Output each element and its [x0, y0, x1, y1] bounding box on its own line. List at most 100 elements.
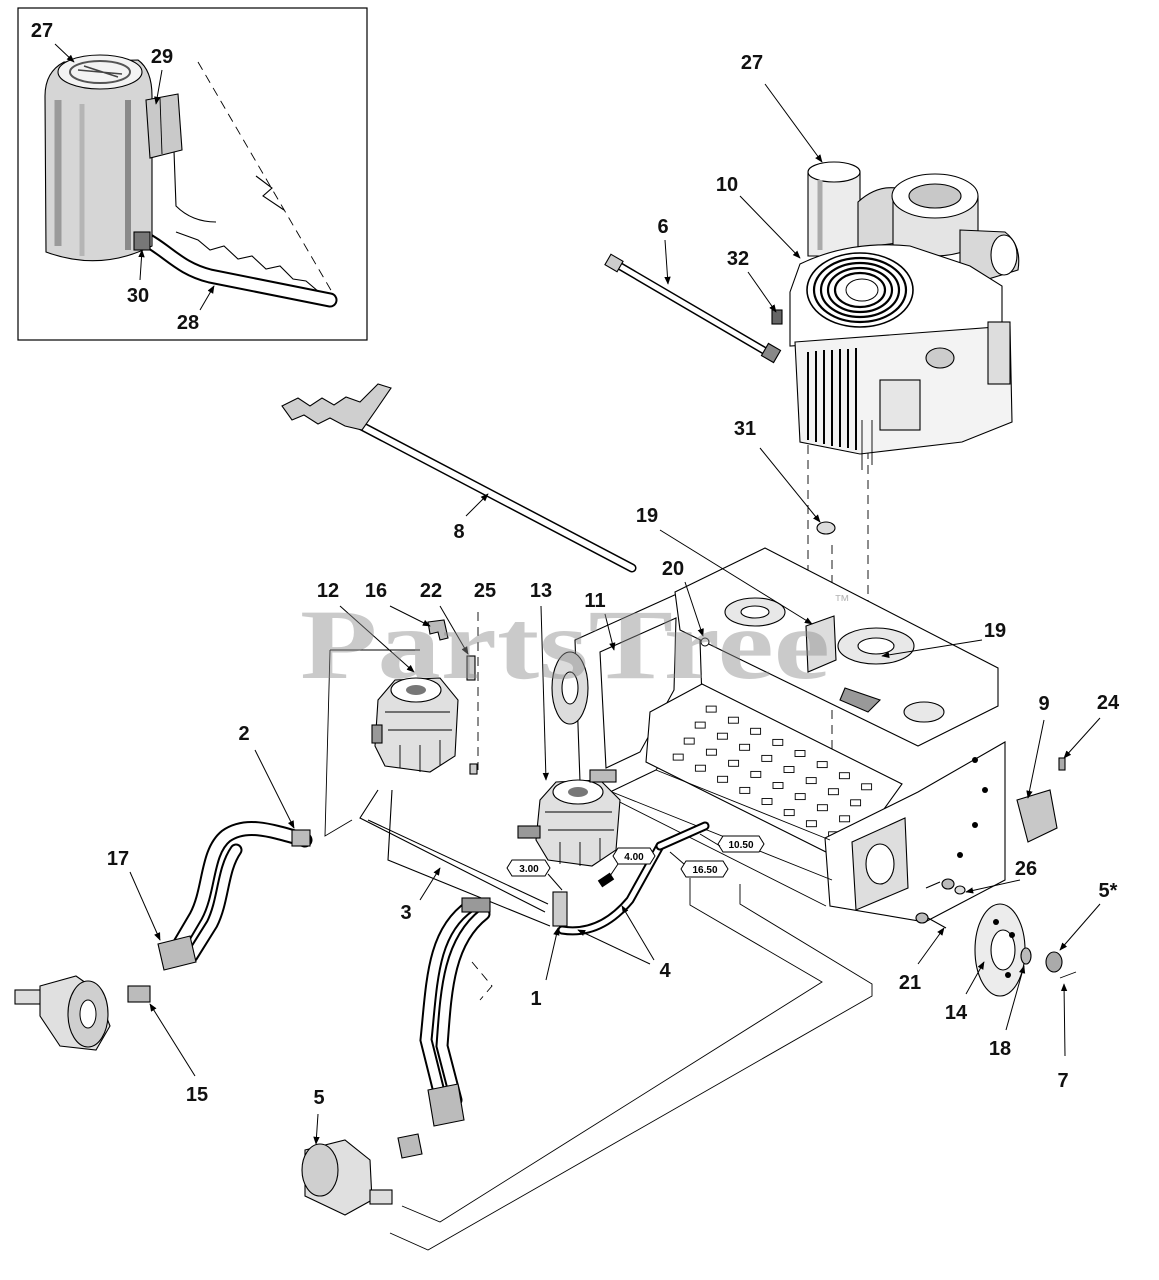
floor-hole [838, 772, 850, 780]
floor-hole [750, 770, 762, 778]
dim-tag-16-5: 16.50 [669, 851, 729, 878]
engine-mount-studs [861, 420, 873, 470]
floor-plate-holes [672, 705, 873, 839]
key-18 [1020, 947, 1032, 965]
leader-lines [129, 83, 1101, 1145]
callout-27: 27 [741, 52, 763, 74]
fitting-15 [127, 985, 151, 1003]
engine-filter [925, 347, 955, 369]
floor-hole [739, 743, 751, 751]
floor-hole [717, 775, 729, 783]
fuel-line [604, 253, 782, 364]
elbow-fitting-16 [427, 619, 449, 641]
callout-15: 15 [186, 1084, 208, 1106]
leader-30 [138, 249, 145, 281]
dim-tag-3: 3.00 [506, 859, 563, 891]
wheel-motor-right [301, 1139, 393, 1216]
floor-hole [805, 777, 817, 785]
callout-2: 2 [238, 723, 249, 745]
callout-26: 26 [1015, 858, 1037, 880]
watermark-text: PartsTree [300, 589, 830, 700]
inset-tank [44, 54, 153, 262]
callout-7: 7 [1057, 1070, 1068, 1092]
callout-8: 8 [453, 521, 464, 543]
hydro-pump-left [371, 677, 459, 773]
inset-detail: 27 29 30 28 [17, 7, 368, 341]
floor-hole [772, 782, 784, 789]
nut-5star [1045, 951, 1063, 973]
hose-clamp-32 [771, 309, 783, 325]
engine-bracket-19 [805, 615, 837, 673]
fitting-22 [466, 655, 476, 681]
air-cleaner [891, 173, 979, 257]
floor-hole [694, 721, 706, 729]
floor-hole [861, 783, 873, 791]
callout-9: 9 [1038, 693, 1049, 715]
floor-hole [694, 764, 706, 772]
floor-hole [772, 738, 784, 746]
callout-22: 22 [420, 580, 442, 602]
control-rod [281, 383, 637, 573]
cotter-pin-7 [1059, 971, 1077, 979]
floor-hole [716, 732, 728, 740]
floor-hole [783, 809, 795, 817]
hydro-pump-right [517, 769, 621, 867]
assembly-lines [389, 430, 873, 1251]
floor-hole [705, 705, 717, 713]
floor-hole [794, 793, 806, 801]
floor-hole [727, 716, 739, 724]
callout-27-inset: 27 [31, 20, 53, 42]
engine-carb [879, 379, 921, 431]
air-intake-tower [807, 161, 861, 257]
bolts-26 [925, 878, 966, 895]
floor-hole [728, 759, 740, 767]
floor-hole [739, 786, 751, 794]
floor-hole [827, 788, 839, 796]
callout-19-upper: 19 [636, 505, 658, 527]
callout-21: 21 [899, 972, 921, 994]
callout-1: 1 [530, 988, 541, 1010]
floor-hole [816, 804, 828, 812]
fitting-motor-right [427, 1083, 465, 1127]
dim-16-5-label: 16.50 [692, 865, 717, 876]
callout-18: 18 [989, 1038, 1011, 1060]
intake-elbow [959, 229, 1020, 281]
dim-4-label: 4.00 [624, 852, 644, 863]
callout-13: 13 [530, 580, 552, 602]
floor-hole [683, 737, 695, 745]
callout-29: 29 [151, 46, 173, 68]
leader-29 [154, 69, 163, 105]
tee-fitting-17 [157, 935, 197, 971]
callout-28: 28 [177, 312, 199, 334]
callout-24: 24 [1097, 692, 1120, 714]
callout-20: 20 [662, 558, 684, 580]
callout-14: 14 [945, 1002, 968, 1024]
floor-hole [705, 748, 717, 756]
hub-14 [974, 903, 1026, 997]
floor-hole [850, 799, 862, 807]
flywheel-screen [806, 252, 914, 328]
leader-27-inset [54, 43, 75, 63]
hydraulic-hoses [157, 649, 710, 1159]
callout-11: 11 [584, 590, 605, 612]
floor-hole [794, 750, 806, 757]
frame-bolt-20 [700, 637, 710, 647]
hose-2 [168, 820, 313, 963]
callout-5: 5 [313, 1087, 324, 1109]
hose-4 [557, 821, 710, 936]
engine-side-cover [987, 321, 1011, 385]
callout-31: 31 [734, 418, 756, 440]
chassis-frame [574, 547, 1006, 923]
fitting-1 [552, 891, 568, 927]
callout-19-right: 19 [984, 620, 1006, 642]
bolts-21 [915, 912, 947, 929]
hose-3 [359, 789, 551, 927]
callout-25: 25 [474, 580, 496, 602]
frame-plate-slot [839, 687, 882, 713]
floor-hole [839, 815, 851, 823]
callout-4: 4 [659, 960, 671, 982]
floor-hole [761, 798, 773, 805]
bracket-9 [1016, 789, 1058, 843]
engine [789, 161, 1020, 470]
